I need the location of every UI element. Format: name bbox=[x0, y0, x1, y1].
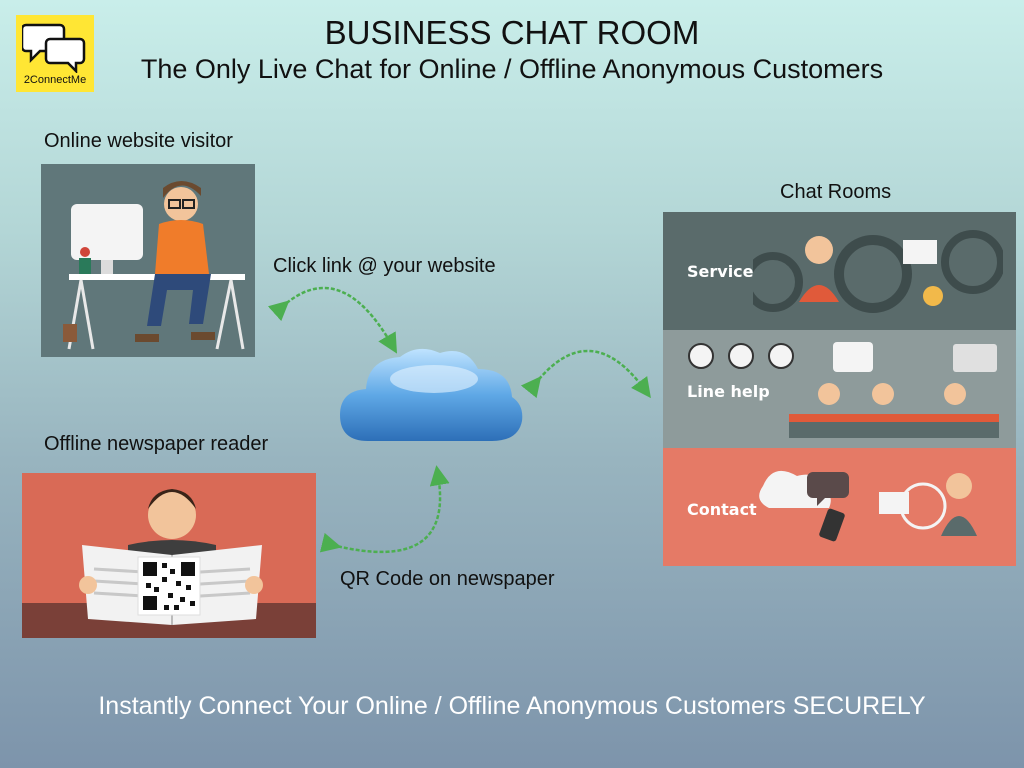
offline-reader-label: Offline newspaper reader bbox=[44, 433, 269, 455]
online-visitor-illustration bbox=[41, 164, 255, 357]
page-title: BUSINESS CHAT ROOM bbox=[324, 14, 700, 51]
cloud-icon bbox=[340, 348, 523, 441]
chat-room-contact: Contact bbox=[663, 448, 1016, 566]
arrow-visitor-cloud bbox=[267, 286, 398, 354]
newspaper-reader-icon bbox=[22, 489, 316, 638]
arrow-cloud-chatrooms bbox=[520, 349, 651, 399]
computer-user-icon bbox=[63, 181, 245, 350]
gears-icon bbox=[753, 230, 1003, 313]
online-visitor-label: Online website visitor bbox=[44, 130, 233, 152]
page-subtitle: The Only Live Chat for Online / Offline … bbox=[140, 54, 884, 84]
contact-channels-icon bbox=[759, 470, 977, 542]
chat-room-service: Service bbox=[663, 212, 1016, 330]
chat-bubbles-icon bbox=[22, 23, 86, 73]
logo: 2ConnectMe bbox=[16, 15, 94, 92]
chat-room-service-label: Service bbox=[687, 262, 754, 281]
arrow-reader-cloud bbox=[319, 465, 450, 554]
qr-code-label: QR Code on newspaper bbox=[340, 568, 555, 590]
chat-room-line-help: Line help bbox=[663, 330, 1016, 448]
click-link-label: Click link @ your website bbox=[273, 255, 496, 277]
chat-room-contact-label: Contact bbox=[687, 500, 757, 519]
offline-reader-illustration bbox=[22, 473, 316, 638]
chat-rooms-label: Chat Rooms bbox=[780, 181, 892, 203]
chat-rooms-panel: Service Line help Contact bbox=[663, 212, 1016, 566]
footer-tagline: Instantly Connect Your Online / Offline … bbox=[98, 692, 926, 720]
clocks-and-agents-icon bbox=[688, 342, 999, 438]
logo-text: 2ConnectMe bbox=[23, 74, 87, 86]
qr-code-icon bbox=[137, 556, 201, 616]
chat-room-line-help-label: Line help bbox=[687, 382, 770, 401]
